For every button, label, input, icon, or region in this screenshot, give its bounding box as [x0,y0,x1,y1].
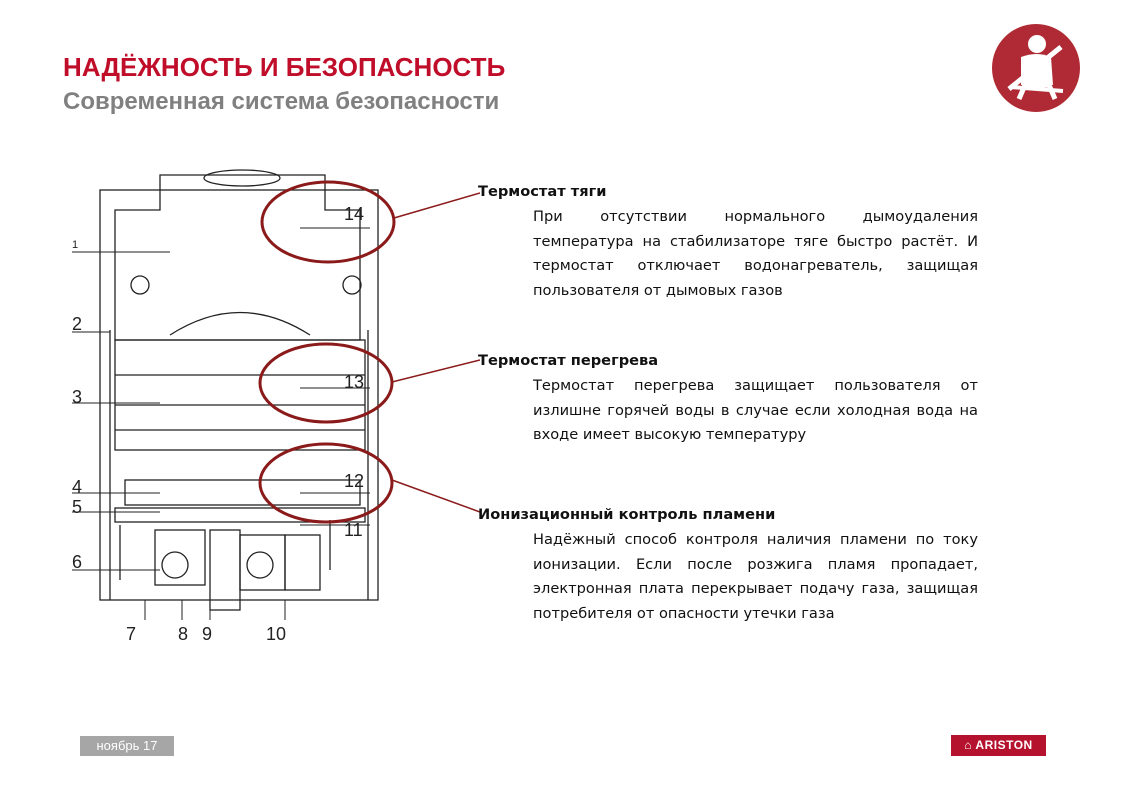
feature-title: Ионизационный контроль пламени [478,506,776,523]
page-title: НАДЁЖНОСТЬ И БЕЗОПАСНОСТЬ [63,52,506,82]
feature-ionization-control: Ионизационный контроль пламени Надёжный … [478,506,978,626]
water-heater-diagram: 1 2 3 4 5 6 7 8 9 10 11 12 13 14 [72,169,480,644]
label-3: 3 [72,387,82,407]
feature-text: Термостат перегрева защищает пользовател… [533,377,978,443]
label-9: 9 [202,624,212,644]
label-4: 4 [72,477,82,497]
feature-draft-thermostat: Термостат тяги При отсутствии нормальног… [478,183,978,303]
feature-title: Термостат тяги [478,183,607,200]
seatbelt-safety-icon [992,24,1080,112]
feature-text: Надёжный способ контроля наличия пламени… [533,531,978,622]
feature-overheat-thermostat: Термостат перегрева Термостат перегрева … [478,352,978,448]
label-14: 14 [344,204,364,224]
label-8: 8 [178,624,188,644]
house-icon: ⌂ [964,738,976,752]
ariston-logo: ⌂ ARISTON [951,735,1046,756]
page-subtitle: Современная система безопасности [63,88,500,115]
highlight-ionization-control [258,442,394,524]
label-7: 7 [126,624,136,644]
label-5: 5 [72,497,82,517]
label-1: 1 [72,239,78,251]
highlight-draft-thermostat [260,180,396,264]
highlight-overheat-thermostat [258,342,394,424]
label-2: 2 [72,314,82,334]
footer-date: ноябрь 17 [80,736,174,756]
feature-title: Термостат перегрева [478,352,659,369]
label-13: 13 [344,372,364,392]
feature-text: При отсутствии нормального дымоудаления … [533,208,978,299]
label-6: 6 [72,552,82,572]
label-12: 12 [344,471,364,491]
label-10: 10 [266,624,286,644]
brand-name: ARISTON [975,738,1033,752]
label-11: 11 [344,520,363,540]
